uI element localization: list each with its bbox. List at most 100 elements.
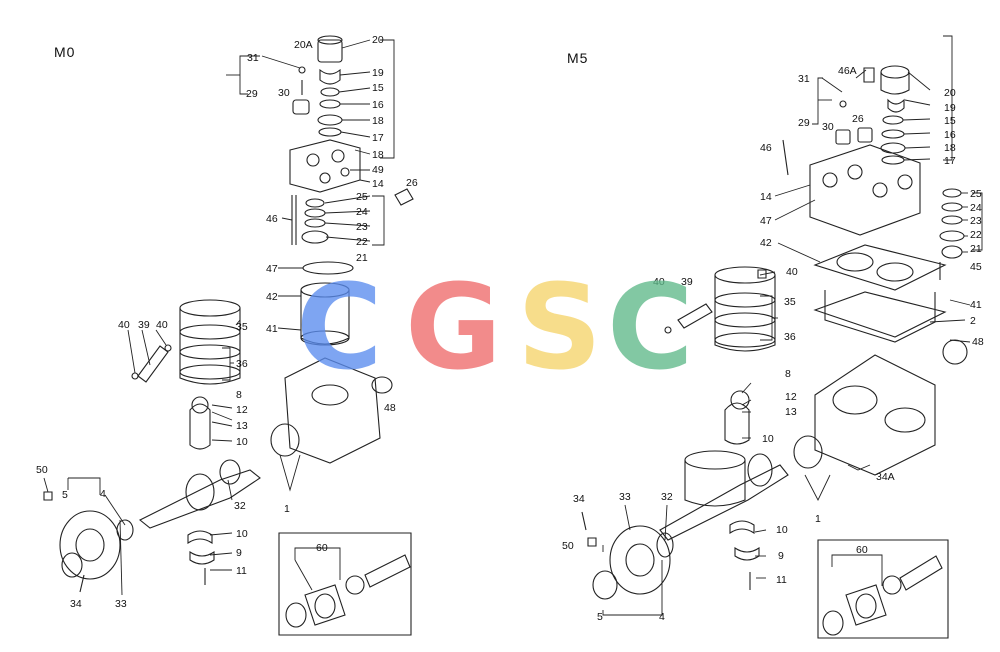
m5-callout-18: 18 xyxy=(944,142,956,154)
m0-callout-12: 12 xyxy=(236,404,248,416)
m0-callout-20a: 20A xyxy=(294,39,313,51)
m5-exploded-view xyxy=(582,66,967,638)
m5-callout-42: 42 xyxy=(760,237,772,249)
m0-callout-29: 29 xyxy=(246,88,258,100)
m0-callout-21: 21 xyxy=(356,252,368,264)
m0-callout-22: 22 xyxy=(356,236,368,248)
m5-callout-34: 34 xyxy=(573,493,585,505)
m0-callout-14: 14 xyxy=(372,178,384,190)
m0-callout-60: 60 xyxy=(316,542,328,554)
model-label-m0: M0 xyxy=(54,44,76,60)
m5-callout-40a: 40 xyxy=(653,276,665,288)
m5-callout-40b: 40 xyxy=(786,266,798,278)
m5-callout-39: 39 xyxy=(681,276,693,288)
m0-callout-25: 25 xyxy=(356,191,368,203)
m0-callout-40a: 40 xyxy=(118,319,130,331)
m0-callout-9: 9 xyxy=(236,547,242,559)
m0-exploded-view xyxy=(44,36,413,635)
m0-callout-11: 11 xyxy=(236,565,247,577)
m0-callout-39: 39 xyxy=(138,319,150,331)
m5-callout-23: 23 xyxy=(970,215,982,227)
m0-callout-4: 4 xyxy=(100,488,106,500)
m5-callout-13: 13 xyxy=(785,406,797,418)
m5-callout-46a: 46A xyxy=(838,65,857,77)
m0-callout-5: 5 xyxy=(62,489,68,501)
m0-callout-33: 33 xyxy=(115,598,127,610)
model-label-m5: M5 xyxy=(567,50,589,66)
m5-callout-31: 31 xyxy=(798,73,810,85)
m5-callout-4: 4 xyxy=(659,611,665,623)
m5-callout-47: 47 xyxy=(760,215,772,227)
m0-callout-16: 16 xyxy=(372,99,384,111)
m5-callout-12: 12 xyxy=(785,391,797,403)
watermark-letter-c1: C xyxy=(296,258,383,396)
m0-callout-23: 23 xyxy=(356,221,368,233)
m0-callout-1: 1 xyxy=(284,503,290,515)
m0-callout-15: 15 xyxy=(372,82,384,94)
m0-callout-34: 34 xyxy=(70,598,82,610)
m5-callout-30: 30 xyxy=(822,121,834,133)
m5-callout-19: 19 xyxy=(944,102,956,114)
m0-callout-30: 30 xyxy=(278,87,290,99)
leader-lines xyxy=(44,36,982,615)
m0-callout-8: 8 xyxy=(236,389,242,401)
m5-callout-16: 16 xyxy=(944,129,956,141)
m5-callout-2: 2 xyxy=(970,315,976,327)
m0-callout-48: 48 xyxy=(384,402,396,414)
m0-callout-10b: 10 xyxy=(236,528,248,540)
m5-callout-29: 29 xyxy=(798,117,810,129)
m5-callout-10a: 10 xyxy=(762,433,774,445)
m5-callout-5: 5 xyxy=(597,611,603,623)
m5-callout-25: 25 xyxy=(970,188,982,200)
m5-callout-46: 46 xyxy=(760,142,772,154)
m5-callout-35: 35 xyxy=(784,296,796,308)
m0-callout-40b: 40 xyxy=(156,319,168,331)
m5-callout-1: 1 xyxy=(815,513,821,525)
m5-callout-9: 9 xyxy=(778,550,784,562)
m5-callout-34a: 34A xyxy=(876,471,895,483)
m0-callout-46: 46 xyxy=(266,213,278,225)
m5-callout-10b: 10 xyxy=(776,524,788,536)
m0-callout-18b: 18 xyxy=(372,149,384,161)
m5-callout-22: 22 xyxy=(970,229,982,241)
m0-part-callouts: 20A 20 31 19 15 16 29 30 18 17 18 49 14 … xyxy=(36,34,418,610)
m0-callout-36: 36 xyxy=(236,358,248,370)
m5-callout-60: 60 xyxy=(856,544,868,556)
m5-callout-48: 48 xyxy=(972,336,984,348)
m0-callout-26: 26 xyxy=(406,177,418,189)
m0-callout-24: 24 xyxy=(356,206,368,218)
m5-callout-41: 41 xyxy=(970,299,982,311)
m0-callout-49: 49 xyxy=(372,164,384,176)
m0-callout-35: 35 xyxy=(236,321,248,333)
m5-callout-17: 17 xyxy=(944,155,956,167)
m5-callout-33: 33 xyxy=(619,491,631,503)
m5-callout-32: 32 xyxy=(661,491,673,503)
m0-callout-10a: 10 xyxy=(236,436,248,448)
m5-callout-15: 15 xyxy=(944,115,956,127)
m0-callout-19: 19 xyxy=(372,67,384,79)
m0-callout-17: 17 xyxy=(372,132,384,144)
m5-part-callouts: 31 46A 20 19 15 29 30 26 16 18 17 46 14 … xyxy=(562,65,984,623)
m0-callout-50: 50 xyxy=(36,464,48,476)
m5-callout-26: 26 xyxy=(852,113,864,125)
m0-callout-20: 20 xyxy=(372,34,384,46)
m5-callout-24: 24 xyxy=(970,202,982,214)
m0-callout-41: 41 xyxy=(266,323,278,335)
m5-callout-11: 11 xyxy=(776,574,787,586)
watermark-letter-s: S xyxy=(517,258,602,396)
m5-callout-50: 50 xyxy=(562,540,574,552)
m5-callout-14: 14 xyxy=(760,191,772,203)
m5-callout-21: 21 xyxy=(970,243,982,255)
m0-callout-32: 32 xyxy=(234,500,246,512)
watermark-letter-g: G xyxy=(405,258,502,396)
m5-callout-20: 20 xyxy=(944,87,956,99)
m0-callout-42: 42 xyxy=(266,291,278,303)
watermark-letter-c2: C xyxy=(607,258,694,396)
m0-callout-31: 31 xyxy=(247,52,259,64)
m5-callout-45: 45 xyxy=(970,261,982,273)
m0-callout-13: 13 xyxy=(236,420,248,432)
m5-callout-8: 8 xyxy=(785,368,791,380)
m5-callout-36: 36 xyxy=(784,331,796,343)
m0-callout-47: 47 xyxy=(266,263,278,275)
